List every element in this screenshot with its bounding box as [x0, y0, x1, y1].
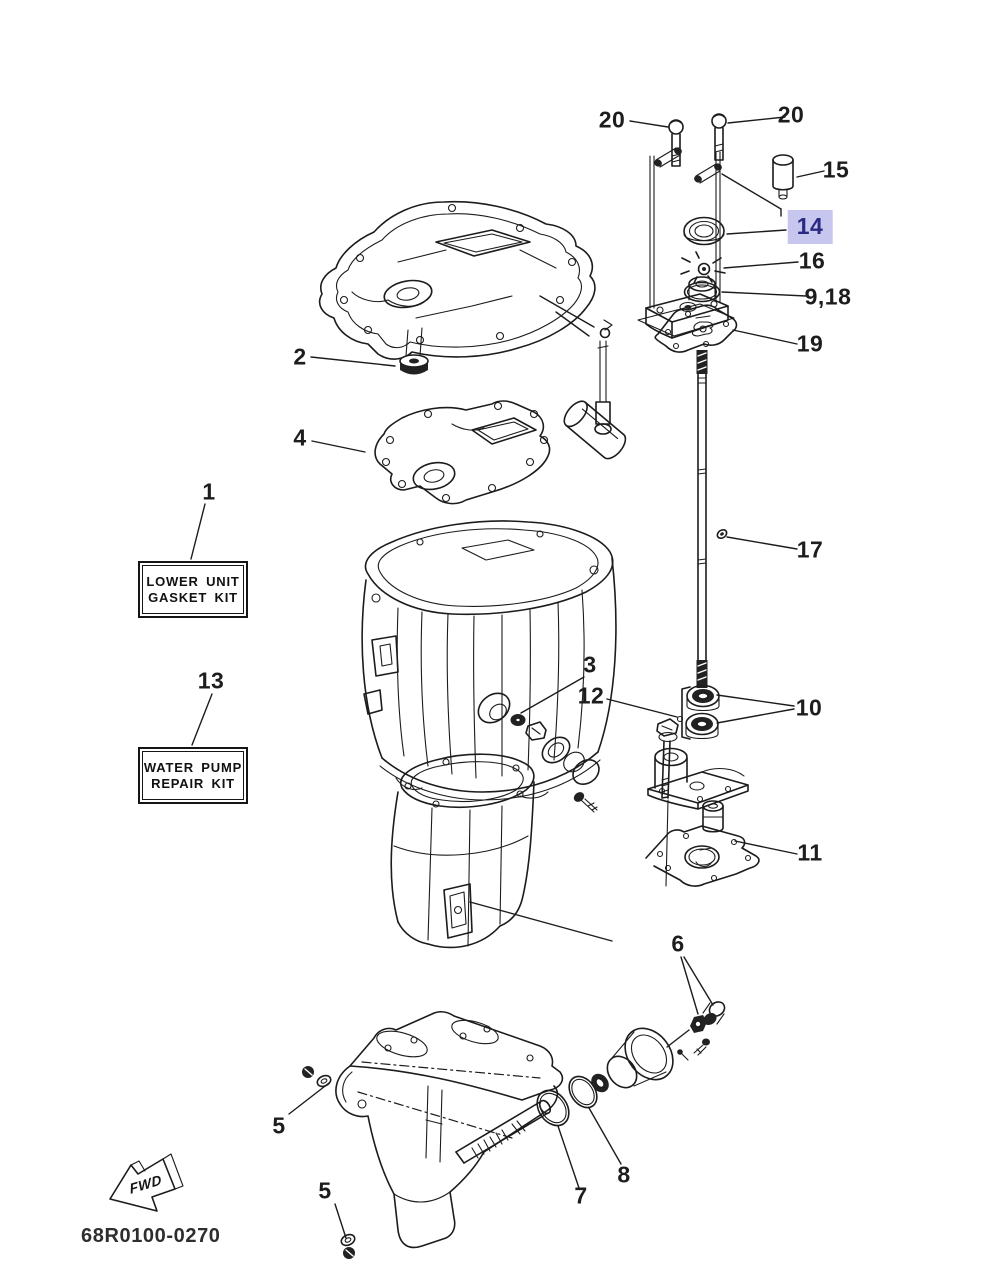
- callout-20-left[interactable]: 20: [598, 106, 626, 133]
- callout-5-upper[interactable]: 5: [272, 1112, 286, 1139]
- callout-10[interactable]: 10: [795, 694, 823, 721]
- callout-13[interactable]: 13: [197, 667, 225, 694]
- callout-5-lower[interactable]: 5: [318, 1177, 332, 1204]
- callout-20-right[interactable]: 20: [777, 101, 805, 128]
- bearing-carrier-assembly: [591, 999, 728, 1093]
- drain-plug-upper-5: [302, 1066, 332, 1088]
- kitbox-line: GASKET KIT: [148, 590, 238, 605]
- callout-6[interactable]: 6: [671, 930, 685, 957]
- shift-rod: [560, 320, 630, 463]
- callout-19[interactable]: 19: [796, 330, 824, 357]
- water-pump-repair-kit-box: WATER PUMP REPAIR KIT: [138, 747, 248, 804]
- pump-plate-19: [655, 305, 736, 352]
- callout-15[interactable]: 15: [822, 156, 850, 183]
- lower-unit-gasket-kit-box: LOWER UNIT GASKET KIT: [138, 561, 248, 618]
- carrier-pin: [677, 1049, 688, 1060]
- pin-17: [716, 528, 729, 540]
- pump-base-housing: [648, 749, 748, 832]
- callout-3[interactable]: 3: [583, 651, 597, 678]
- o-ring-7: [531, 1084, 576, 1131]
- water-pump-repair-kit-box-inner: WATER PUMP REPAIR KIT: [142, 751, 244, 800]
- pump-bolts-20: [650, 114, 726, 308]
- lower-unit-gasket-kit-box-inner: LOWER UNIT GASKET KIT: [142, 565, 244, 614]
- kitbox-line: REPAIR KIT: [151, 776, 235, 791]
- callout-1[interactable]: 1: [202, 478, 216, 505]
- carrier-screw: [694, 1038, 710, 1056]
- callout-12[interactable]: 12: [577, 682, 605, 709]
- leader-lines: [191, 117, 824, 1238]
- callout-16[interactable]: 16: [798, 247, 826, 274]
- gasket-part-4: [375, 401, 550, 504]
- driveshaft: [696, 350, 729, 688]
- callout-9-18[interactable]: 9,18: [804, 283, 852, 310]
- callout-8[interactable]: 8: [617, 1161, 631, 1188]
- kitbox-line: LOWER UNIT: [146, 574, 240, 589]
- bolt-12: [657, 719, 678, 798]
- gasket-11: [646, 826, 759, 886]
- callout-2[interactable]: 2: [293, 343, 307, 370]
- callout-14-highlighted[interactable]: 14: [787, 210, 833, 244]
- kitbox-line: WATER PUMP: [143, 760, 243, 775]
- gear-case: [336, 1012, 562, 1248]
- propeller-shaft: [456, 1099, 552, 1163]
- callout-11[interactable]: 11: [797, 839, 823, 866]
- fwd-arrow: [110, 1154, 183, 1211]
- callout-4[interactable]: 4: [293, 424, 307, 451]
- diagram-part-number: 68R0100-0270: [81, 1225, 221, 1247]
- callout-17[interactable]: 17: [796, 536, 824, 563]
- tube-15: [773, 155, 793, 199]
- exhaust-extension-housing: [391, 754, 534, 947]
- upper-casing: [362, 521, 616, 800]
- drain-plug-lower-5: [340, 1233, 357, 1259]
- pump-bushing: [703, 801, 723, 832]
- washer-14: [684, 218, 724, 245]
- oil-seals-10: [682, 686, 719, 740]
- callout-7[interactable]: 7: [574, 1182, 588, 1209]
- grommet-part-2: [400, 328, 428, 375]
- o-ring-9-18: [685, 283, 720, 302]
- impeller-16: [681, 252, 725, 283]
- upper-casing-top-view: [320, 202, 595, 359]
- seal-parts-3: [510, 714, 604, 812]
- carrier-anode-6: [701, 999, 727, 1026]
